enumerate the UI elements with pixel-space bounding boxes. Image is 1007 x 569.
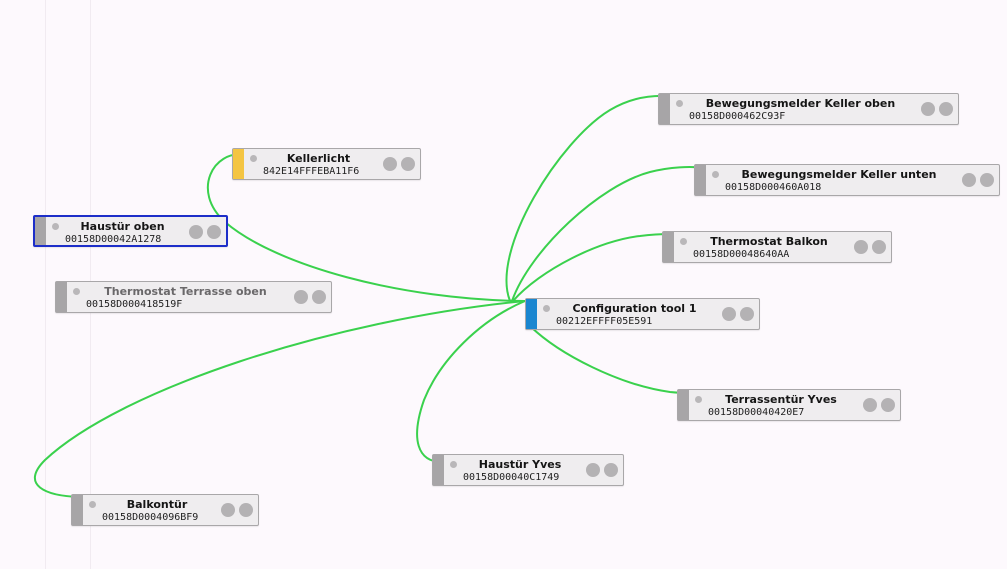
node-port-button[interactable] bbox=[872, 240, 886, 254]
node-port-button[interactable] bbox=[722, 307, 736, 321]
link-configuration-tool-terrassentuer-yves bbox=[529, 325, 689, 394]
node-balkontuer[interactable]: Balkontür 00158D0004096BF9 bbox=[71, 494, 259, 526]
node-address: 00158D00040C1749 bbox=[463, 472, 560, 483]
node-thermostat-terrasse-oben[interactable]: Thermostat Terrasse oben 00158D000418519… bbox=[55, 281, 332, 313]
link-configuration-tool-thermostat-balkon bbox=[512, 233, 673, 302]
status-dot-icon bbox=[52, 223, 59, 230]
node-title: Thermostat Terrasse oben bbox=[104, 285, 267, 298]
node-title: Thermostat Balkon bbox=[710, 235, 828, 248]
node-port-button[interactable] bbox=[854, 240, 868, 254]
node-address: 00158D000418519F bbox=[86, 299, 183, 310]
status-dot-icon bbox=[695, 396, 702, 403]
node-type-stripe bbox=[35, 217, 46, 245]
link-configuration-tool-bewegungsmelder-keller-oben bbox=[505, 94, 669, 302]
node-bewegungsmelder-keller-unten[interactable]: Bewegungsmelder Keller unten 00158D00046… bbox=[694, 164, 1000, 196]
node-terrassentuer-yves[interactable]: Terrassentür Yves 00158D00040420E7 bbox=[677, 389, 901, 421]
status-dot-icon bbox=[543, 305, 550, 312]
node-port-button[interactable] bbox=[383, 157, 397, 171]
node-port-button[interactable] bbox=[207, 225, 221, 239]
link-configuration-tool-bewegungsmelder-keller-unten bbox=[511, 166, 706, 302]
node-address: 00158D0004096BF9 bbox=[102, 512, 199, 523]
status-dot-icon bbox=[450, 461, 457, 468]
node-type-stripe bbox=[659, 94, 670, 124]
node-port-button[interactable] bbox=[939, 102, 953, 116]
node-address: 00158D00040420E7 bbox=[708, 407, 805, 418]
node-port-button[interactable] bbox=[401, 157, 415, 171]
status-dot-icon bbox=[680, 238, 687, 245]
node-title: Balkontür bbox=[126, 498, 188, 511]
node-kellerlicht[interactable]: Kellerlicht 842E14FFFEBA11F6 bbox=[232, 148, 421, 180]
link-configuration-tool-balkontuer bbox=[33, 300, 526, 498]
node-haustuer-oben[interactable]: Haustür oben 00158D00042A1278 bbox=[33, 215, 228, 247]
node-thermostat-balkon[interactable]: Thermostat Balkon 00158D00048640AA bbox=[662, 231, 892, 263]
link-configuration-tool-haustuer-yves bbox=[416, 300, 526, 463]
node-configuration-tool[interactable]: Configuration tool 1 00212EFFFF05E591 bbox=[525, 298, 760, 330]
node-haustuer-yves[interactable]: Haustür Yves 00158D00040C1749 bbox=[432, 454, 624, 486]
status-dot-icon bbox=[712, 171, 719, 178]
node-port-button[interactable] bbox=[740, 307, 754, 321]
node-title: Haustür oben bbox=[80, 220, 165, 233]
node-title: Kellerlicht bbox=[286, 152, 351, 165]
node-port-button[interactable] bbox=[294, 290, 308, 304]
canvas-guide-line bbox=[45, 0, 46, 569]
link-configuration-tool-kellerlicht bbox=[206, 153, 526, 302]
node-type-stripe bbox=[56, 282, 67, 312]
status-dot-icon bbox=[676, 100, 683, 107]
node-title: Haustür Yves bbox=[478, 458, 562, 471]
node-title: Configuration tool 1 bbox=[572, 302, 697, 315]
node-port-button[interactable] bbox=[239, 503, 253, 517]
node-port-button[interactable] bbox=[189, 225, 203, 239]
node-title: Bewegungsmelder Keller oben bbox=[705, 97, 896, 110]
node-type-stripe bbox=[233, 149, 244, 179]
node-port-button[interactable] bbox=[312, 290, 326, 304]
node-port-button[interactable] bbox=[863, 398, 877, 412]
node-port-button[interactable] bbox=[604, 463, 618, 477]
node-address: 00158D000462C93F bbox=[689, 111, 786, 122]
status-dot-icon bbox=[89, 501, 96, 508]
node-type-stripe bbox=[695, 165, 706, 195]
node-type-stripe bbox=[72, 495, 83, 525]
node-address: 00158D000460A018 bbox=[725, 182, 822, 193]
status-dot-icon bbox=[73, 288, 80, 295]
node-port-button[interactable] bbox=[586, 463, 600, 477]
node-type-stripe bbox=[663, 232, 674, 262]
node-title: Terrassentür Yves bbox=[725, 393, 837, 406]
node-type-stripe bbox=[433, 455, 444, 485]
node-address: 842E14FFFEBA11F6 bbox=[263, 166, 360, 177]
node-address: 00212EFFFF05E591 bbox=[556, 316, 653, 327]
status-dot-icon bbox=[250, 155, 257, 162]
node-title: Bewegungsmelder Keller unten bbox=[741, 168, 937, 181]
node-address: 00158D00042A1278 bbox=[65, 234, 162, 245]
node-port-button[interactable] bbox=[881, 398, 895, 412]
node-address: 00158D00048640AA bbox=[693, 249, 790, 260]
node-port-button[interactable] bbox=[921, 102, 935, 116]
node-type-stripe bbox=[526, 299, 537, 329]
node-port-button[interactable] bbox=[221, 503, 235, 517]
node-port-button[interactable] bbox=[962, 173, 976, 187]
node-type-stripe bbox=[678, 390, 689, 420]
node-port-button[interactable] bbox=[980, 173, 994, 187]
node-bewegungsmelder-keller-oben[interactable]: Bewegungsmelder Keller oben 00158D000462… bbox=[658, 93, 959, 125]
